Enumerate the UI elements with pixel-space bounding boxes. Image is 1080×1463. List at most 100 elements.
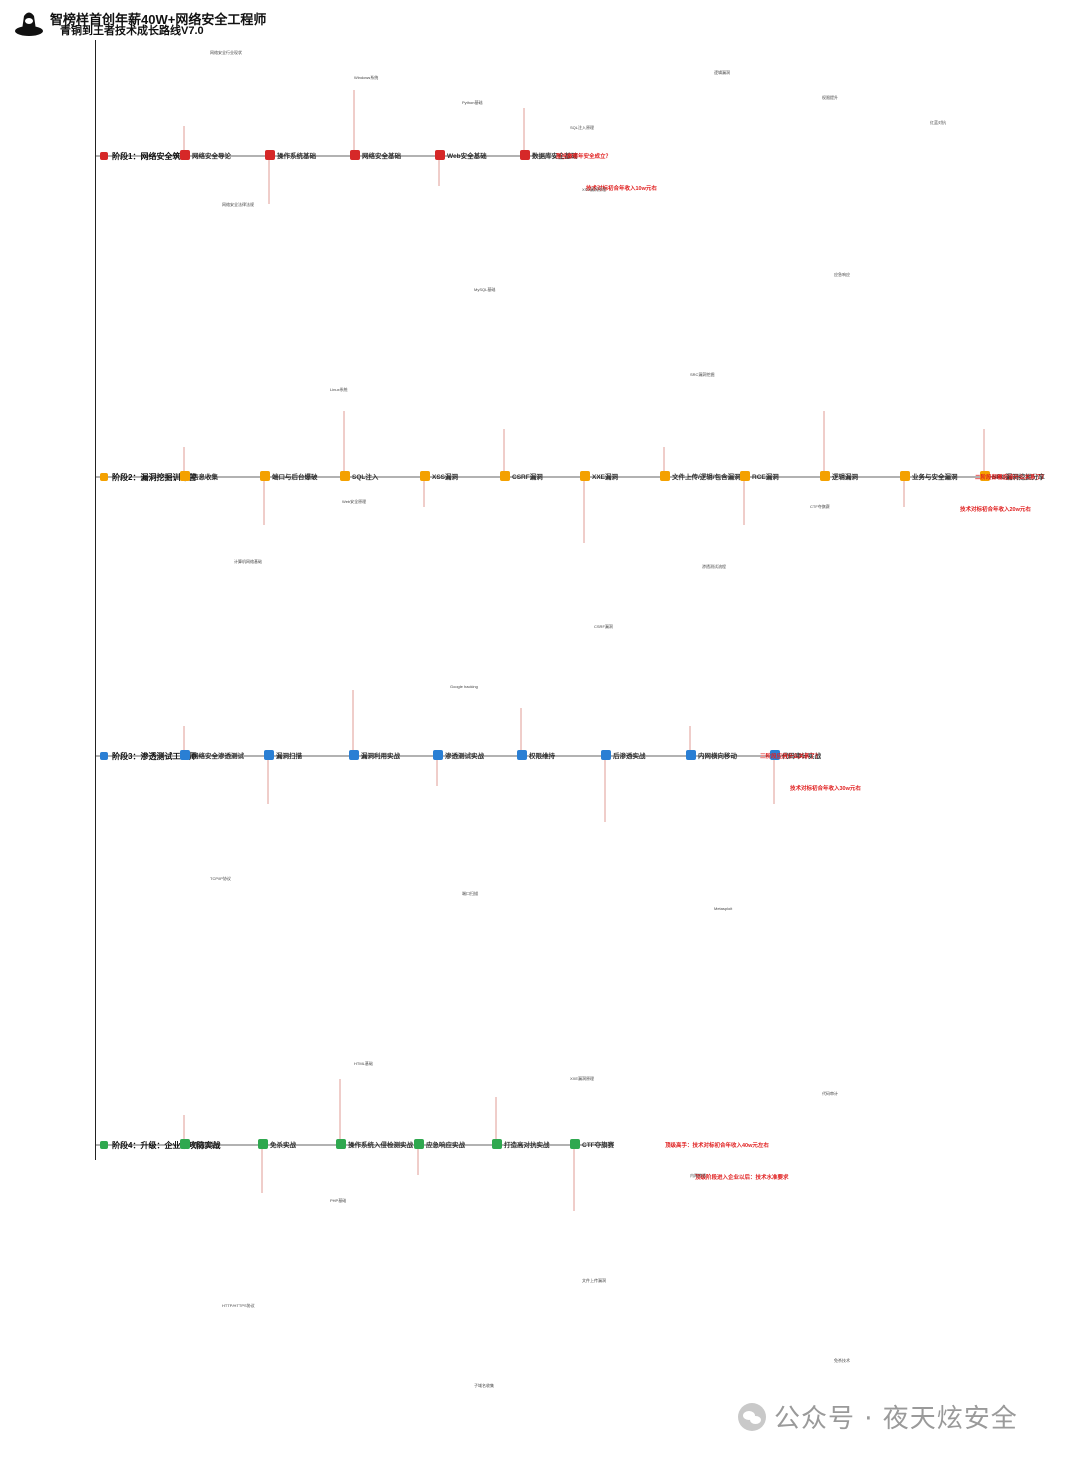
leaf-topic: 网络安全行业现状 [210,50,242,55]
stage-note: 顶级高手：技术对标初合年收入40w元左右 [665,1143,769,1149]
stage-topic-node[interactable]: 后渗透实战 [601,750,646,760]
stage-1-row[interactable]: 阶段1：网络安全筑基 [100,148,188,164]
wechat-icon [738,1402,766,1431]
stage-2-row[interactable]: 阶段2：漏洞挖掘训练营 [100,469,196,485]
topic-hub-icon [264,750,274,760]
stage-4-row[interactable]: 阶段4：升级：企业级攻防实战 [100,1137,220,1153]
stage-topic-node[interactable]: 漏洞利用实战 [349,750,400,760]
topic-label: 文件上传/逻辑/包含漏洞 [672,474,741,481]
topic-label: CSRF漏洞 [512,474,543,481]
stage-marker-icon [100,152,108,160]
stage-topic-node[interactable]: SRC漏洞挖掘分享 [980,471,1045,481]
leaf-topic: Metasploit [714,906,733,911]
stage-topic-node[interactable]: XSS漏洞 [420,471,458,481]
stage-note: 二阶段部署应该什么关系了？ [975,475,1047,481]
leaf-topic: HTML基础 [354,1061,373,1066]
stage-topic-node[interactable]: 逻辑漏洞 [820,471,858,481]
leaf-topic: 代码审计 [822,1091,838,1096]
topic-hub-icon [180,750,190,760]
topic-label: SRC漏洞挖掘分享 [992,474,1045,481]
stage-topic-node[interactable]: 信息收集 [180,471,218,481]
stage-note: 那当做哪年安全成立？ [556,154,612,160]
leaf-topic: SQL注入原理 [570,125,595,130]
stage-note: 三阶段应用什么关系了？ [760,754,821,760]
leaf-topic: 网络安全法律法规 [222,202,254,207]
topic-label: XXE漏洞 [592,474,619,481]
topic-hub-icon [900,471,910,481]
stage-3-label: 阶段3：渗透测试工程师 [112,751,197,761]
leaf-topic: Windows系统 [354,75,379,80]
topic-label: 后渗透实战 [613,753,646,760]
stage-topic-node[interactable]: 网络安全渗透测试 [180,750,244,760]
salary-note: 技术对标初合年收入20w元右 [960,507,1031,513]
stage-topic-node[interactable]: 权限维持 [517,750,555,760]
leaf-topic: 端口扫描 [462,891,478,896]
topic-label: 免杀实战 [270,1142,296,1149]
leaf-topic: HTTP/HTTPS协议 [222,1303,255,1308]
topic-hub-icon [686,750,696,760]
stage-topic-node[interactable]: 操作系统基础 [265,150,316,160]
stage-topic-node[interactable]: SQL注入 [340,471,378,481]
page-title: 智榜样首创年薪40W+网络安全工程师 [50,12,267,27]
stage-topic-node[interactable]: 渗透测试实战 [433,750,484,760]
stage-4-label: 阶段4：升级：企业级攻防实战 [112,1140,221,1150]
stage-topic-node[interactable]: 免杀实战 [258,1139,296,1149]
leaf-topic: Google hacking [450,684,478,689]
leaf-topic: 子域名收集 [474,1383,494,1388]
stage-topic-node[interactable]: 网络安全基础 [350,150,401,160]
topic-hub-icon [349,750,359,760]
topic-label: 漏洞扫描 [276,753,302,760]
topic-hub-icon [520,150,530,160]
stage-topic-node[interactable]: 代码审计实战 [770,750,821,760]
stage-topic-node[interactable]: 应急响应实战 [414,1139,465,1149]
stage-topic-node[interactable]: XXE漏洞 [580,471,618,481]
stage-topic-node[interactable]: 漏洞扫描 [264,750,302,760]
stage-topic-node[interactable]: 红蓝对抗 [180,1139,218,1149]
leaf-topic: 渗透测试流程 [702,564,726,569]
stage-topic-node[interactable]: RCE漏洞 [740,471,779,481]
topic-label: 网络安全导论 [192,153,231,160]
topic-hub-icon [180,150,190,160]
stage-topic-node[interactable]: 操作系统入侵检测实战 [336,1139,413,1149]
stage-3-row[interactable]: 阶段3：渗透测试工程师 [100,748,196,764]
stage-topic-node[interactable]: CTF夺旗赛 [570,1139,614,1149]
leaf-topic: 内网渗透 [690,1173,706,1178]
stage-topic-node[interactable]: 打造高对抗实战 [492,1139,550,1149]
topic-hub-icon [260,471,270,481]
topic-label: 渗透测试实战 [445,753,484,760]
stage-1-label: 阶段1：网络安全筑基 [112,151,189,161]
leaf-topic: Python基础 [462,100,483,105]
leaf-topic: Linux系统 [330,387,348,392]
stage-topic-node[interactable]: 端口与后台爆破 [260,471,318,481]
topic-label: SQL注入 [352,474,379,481]
stage-marker-icon [100,1141,108,1149]
stage-topic-node[interactable]: CSRF漏洞 [500,471,543,481]
topic-label: 业务与安全漏洞 [912,474,958,481]
stage-topic-node[interactable]: Web安全基础 [435,150,487,160]
stage-marker-icon [100,473,108,481]
topic-hub-icon [350,150,360,160]
mindmap-spine [95,40,96,1160]
topic-label: 应急响应实战 [426,1142,465,1149]
topic-hub-icon [601,750,611,760]
topic-hub-icon [820,471,830,481]
stage-topic-node[interactable]: 数据库安全基础 [520,150,578,160]
leaf-topic: 免杀技术 [834,1358,850,1363]
leaf-topic: 红蓝对抗 [930,120,946,125]
stage-topic-node[interactable]: 文件上传/逻辑/包含漏洞 [660,471,741,481]
stage-topic-node[interactable]: 网络安全导论 [180,150,231,160]
stage-marker-icon [100,752,108,760]
topic-label: 信息收集 [192,474,218,481]
topic-label: 逻辑漏洞 [832,474,858,481]
topic-hub-icon [770,750,780,760]
leaf-topic: Web安全原理 [342,499,367,504]
topic-label: RCE漏洞 [752,474,779,481]
topic-hub-icon [517,750,527,760]
stage-topic-node[interactable]: 业务与安全漏洞 [900,471,958,481]
stage-topic-node[interactable]: 内网横向移动 [686,750,737,760]
leaf-topic: 应急响应 [834,272,850,277]
topic-label: 内网横向移动 [698,753,737,760]
topic-hub-icon [420,471,430,481]
leaf-topic: XXE漏洞原理 [570,1076,595,1081]
topic-label: 网络安全基础 [362,153,401,160]
